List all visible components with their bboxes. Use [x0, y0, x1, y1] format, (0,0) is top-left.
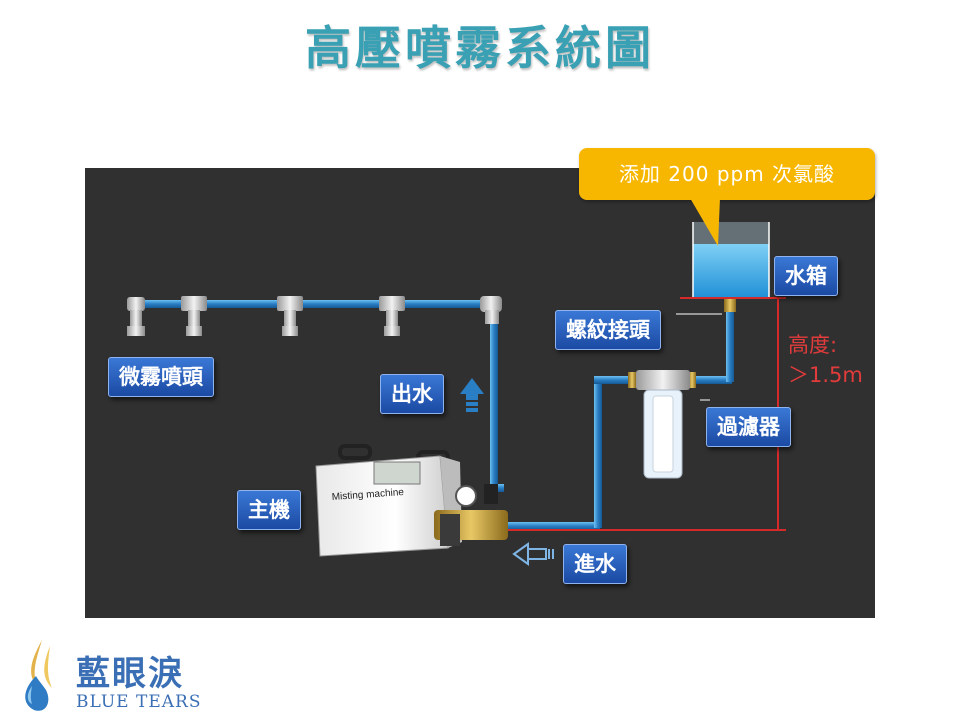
chlorine-callout: 添加 200 ppm 次氯酸	[579, 148, 875, 200]
logo-name-cn: 藍眼淚	[76, 654, 184, 694]
label-water-out: 出水	[380, 374, 444, 414]
misting-machine-icon	[315, 444, 508, 557]
inlet-pipe	[508, 310, 734, 530]
threaded-joint-icon	[724, 298, 736, 312]
height-note: 高度: ＞1.5m	[788, 330, 863, 390]
nozzle-icon	[127, 297, 145, 336]
label-main-unit: 主機	[237, 490, 301, 530]
label-threaded-joint: 螺紋接頭	[555, 310, 661, 350]
water-in-arrow-icon	[512, 542, 554, 566]
label-nozzle: 微霧噴頭	[108, 357, 214, 397]
label-water-in: 進水	[563, 544, 627, 584]
nozzle-icon	[277, 296, 303, 336]
water-tank-icon	[692, 222, 770, 298]
water-out-arrow-icon	[460, 378, 484, 412]
nozzle-icon	[181, 296, 207, 336]
filter-icon	[628, 370, 696, 479]
elbow-fitting-icon	[480, 296, 502, 324]
label-filter: 過濾器	[706, 407, 791, 447]
label-water-tank: 水箱	[774, 256, 838, 296]
blue-tears-logo	[25, 640, 52, 711]
nozzle-icon	[379, 296, 405, 336]
logo-name-en: BLUE TEARS	[76, 692, 202, 712]
callout-pointer	[690, 198, 720, 246]
height-note-value: ＞1.5m	[788, 363, 863, 387]
page-title: 高壓噴霧系統圖	[305, 21, 655, 75]
machine-brand-text: Misting machine	[331, 487, 404, 503]
height-note-label: 高度:	[788, 333, 838, 357]
